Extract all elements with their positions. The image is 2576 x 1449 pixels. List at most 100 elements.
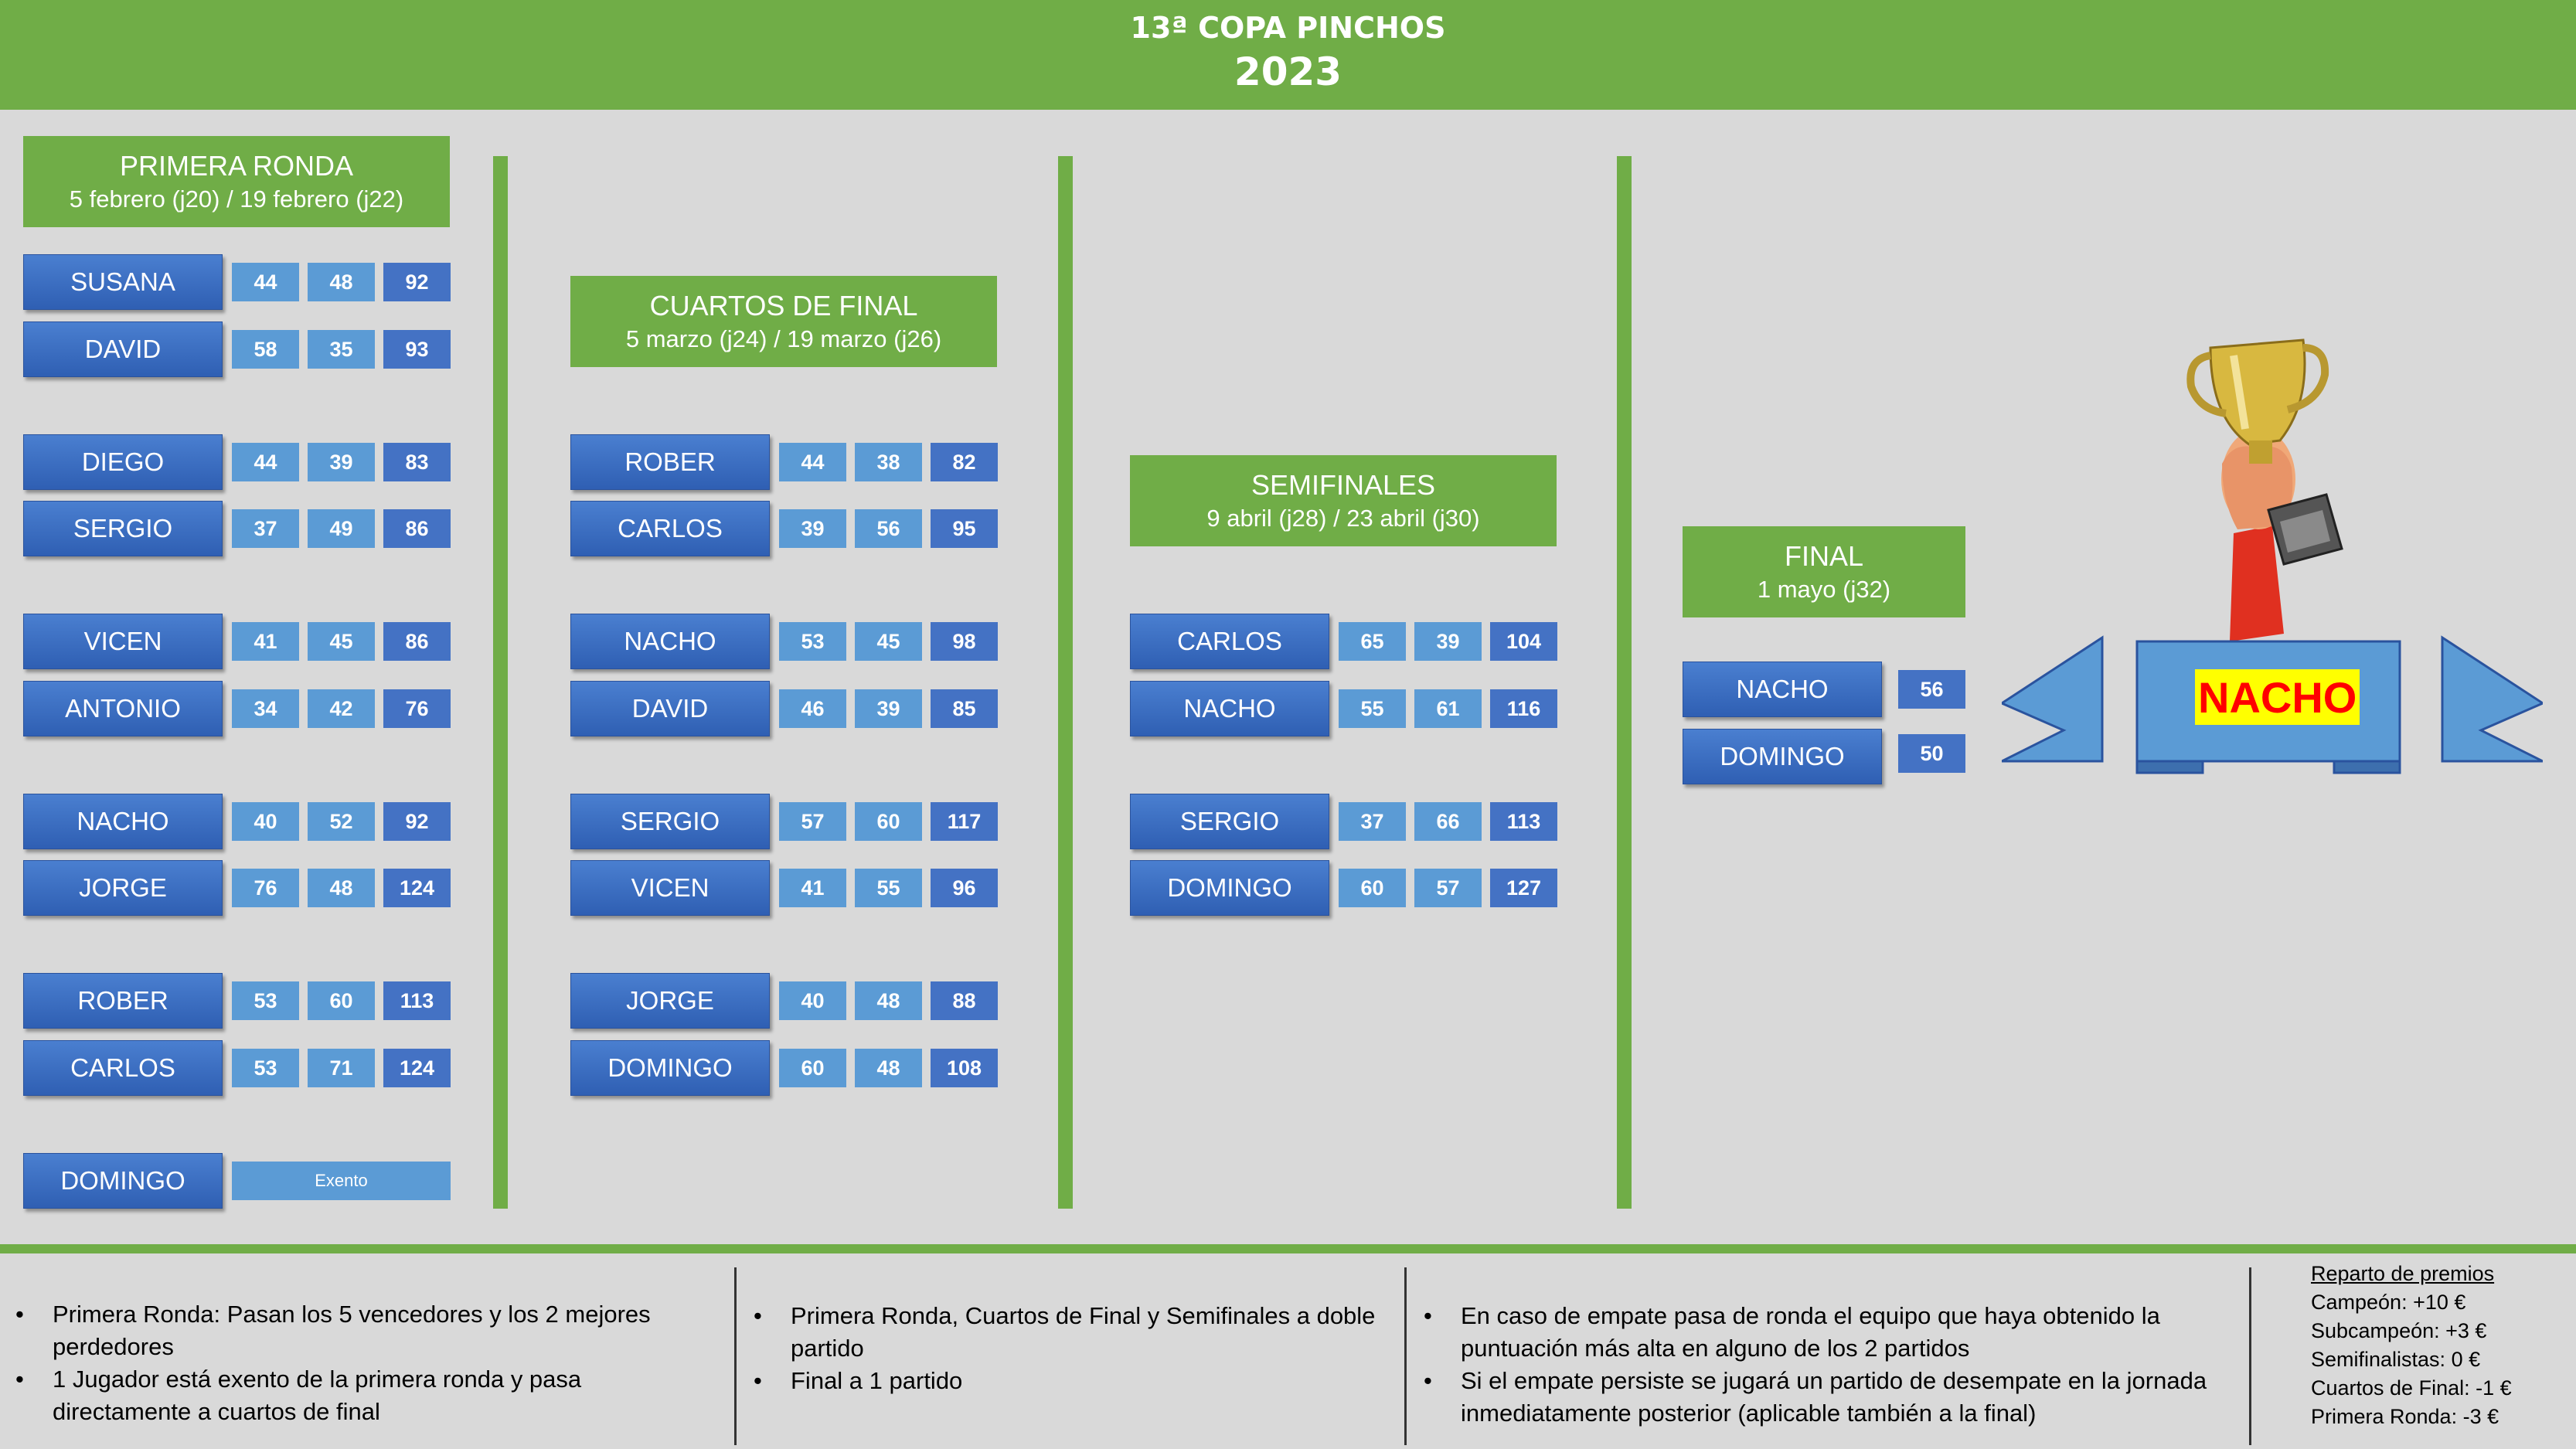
round-dates: 5 marzo (j24) / 19 marzo (j26) — [625, 325, 942, 352]
score-total: 117 — [931, 802, 998, 841]
footer-column-divider — [2249, 1267, 2251, 1445]
score-leg1: 41 — [232, 622, 299, 661]
player-name: CARLOS — [23, 1040, 223, 1096]
score-total: 92 — [383, 802, 451, 841]
round-name: SEMIFINALES — [1251, 469, 1436, 501]
score-total: 124 — [383, 1049, 451, 1087]
player-name: DOMINGO — [570, 1040, 770, 1096]
player-name: VICEN — [570, 860, 770, 916]
prize-item: Campeón: +10 € — [2311, 1291, 2466, 1314]
player-name: CARLOS — [1130, 614, 1329, 669]
score-total: 108 — [931, 1049, 998, 1087]
round-divider — [493, 156, 508, 1209]
score-leg1: 34 — [232, 689, 299, 728]
score-leg1: 76 — [232, 869, 299, 907]
prize-item: Subcampeón: +3 € — [2311, 1319, 2487, 1342]
score-total: 83 — [383, 443, 451, 481]
round-name: FINAL — [1784, 540, 1864, 572]
player-name: CARLOS — [570, 501, 770, 556]
footer-rules-2: Primera Ronda, Cuartos de Final y Semifi… — [754, 1300, 1387, 1397]
player-name: ANTONIO — [23, 681, 223, 736]
score-leg1: 58 — [232, 330, 299, 369]
player-name: DOMINGO — [1683, 729, 1882, 784]
rule-item: 1 Jugador está exento de la primera rond… — [15, 1363, 688, 1428]
player-name: SERGIO — [23, 501, 223, 556]
score-leg1: 46 — [779, 689, 846, 728]
footer-column-divider — [1404, 1267, 1407, 1445]
score-leg2: 48 — [855, 981, 922, 1020]
player-name: NACHO — [1683, 662, 1882, 717]
score-total: 116 — [1490, 689, 1557, 728]
score-leg2: 48 — [308, 263, 375, 301]
score-leg1: 40 — [232, 802, 299, 841]
score-leg1: 60 — [779, 1049, 846, 1087]
score-total: 86 — [383, 509, 451, 548]
score-leg2: 39 — [855, 689, 922, 728]
score-leg1: 44 — [779, 443, 846, 481]
player-name: JORGE — [570, 973, 770, 1029]
score-leg2: 57 — [1414, 869, 1482, 907]
prize-item: Semifinalistas: 0 € — [2311, 1348, 2481, 1371]
player-name: NACHO — [23, 794, 223, 849]
prize-distribution: Reparto de premios Campeón: +10 € Subcam… — [2311, 1260, 2512, 1431]
score-leg2: 66 — [1414, 802, 1482, 841]
prize-item: Primera Ronda: -3 € — [2311, 1405, 2499, 1428]
score-leg2: 48 — [308, 869, 375, 907]
round-title-semis: SEMIFINALES 9 abril (j28) / 23 abril (j3… — [1130, 455, 1557, 546]
score-total: 95 — [931, 509, 998, 548]
rule-item: Primera Ronda: Pasan los 5 vencedores y … — [15, 1298, 688, 1363]
score-total: 86 — [383, 622, 451, 661]
score-total: 85 — [931, 689, 998, 728]
player-name: ROBER — [23, 973, 223, 1029]
footer-rules-1: Primera Ronda: Pasan los 5 vencedores y … — [15, 1298, 688, 1428]
player-name: JORGE — [23, 860, 223, 916]
score-total: 96 — [931, 869, 998, 907]
rule-item: Primera Ronda, Cuartos de Final y Semifi… — [754, 1300, 1387, 1365]
round-title-primera: PRIMERA RONDA 5 febrero (j20) / 19 febre… — [23, 136, 450, 227]
round-divider — [1058, 156, 1073, 1209]
footer-divider — [0, 1244, 2576, 1253]
round-name: CUARTOS DE FINAL — [649, 290, 918, 321]
round-dates: 1 mayo (j32) — [1757, 576, 1891, 603]
round-title-final: FINAL 1 mayo (j32) — [1683, 526, 1965, 617]
prize-title: Reparto de premios — [2311, 1262, 2495, 1285]
footer-rules-3: En caso de empate pasa de ronda el equip… — [1424, 1300, 2235, 1430]
score-leg1: 41 — [779, 869, 846, 907]
player-name: VICEN — [23, 614, 223, 669]
score-leg2: 38 — [855, 443, 922, 481]
score-leg2: 60 — [308, 981, 375, 1020]
score-total: 56 — [1898, 670, 1965, 709]
champion-name: NACHO — [2195, 669, 2360, 725]
player-name: DAVID — [570, 681, 770, 736]
player-name: SERGIO — [570, 794, 770, 849]
score-total: 93 — [383, 330, 451, 369]
round-divider — [1617, 156, 1632, 1209]
score-leg2: 56 — [855, 509, 922, 548]
score-leg1: 40 — [779, 981, 846, 1020]
score-leg2: 35 — [308, 330, 375, 369]
score-total: 127 — [1490, 869, 1557, 907]
player-name: DOMINGO — [1130, 860, 1329, 916]
trophy-icon — [2186, 338, 2343, 641]
rule-item: Si el empate persiste se jugará un parti… — [1424, 1365, 2235, 1430]
score-leg1: 37 — [232, 509, 299, 548]
round-dates: 5 febrero (j20) / 19 febrero (j22) — [69, 185, 404, 213]
rule-item: En caso de empate pasa de ronda el equip… — [1424, 1300, 2235, 1365]
score-leg1: 60 — [1339, 869, 1406, 907]
score-leg2: 45 — [308, 622, 375, 661]
player-name: NACHO — [1130, 681, 1329, 736]
score-leg1: 53 — [232, 1049, 299, 1087]
exento-badge: Exento — [232, 1162, 451, 1200]
score-total: 113 — [383, 981, 451, 1020]
score-leg1: 37 — [1339, 802, 1406, 841]
score-leg1: 44 — [232, 263, 299, 301]
player-name: SUSANA — [23, 254, 223, 310]
score-total: 88 — [931, 981, 998, 1020]
score-leg1: 44 — [232, 443, 299, 481]
prize-item: Cuartos de Final: -1 € — [2311, 1376, 2512, 1400]
score-leg2: 48 — [855, 1049, 922, 1087]
score-leg1: 65 — [1339, 622, 1406, 661]
footer-column-divider — [734, 1267, 737, 1445]
round-name: PRIMERA RONDA — [119, 150, 354, 182]
round-dates: 9 abril (j28) / 23 abril (j30) — [1206, 505, 1480, 532]
